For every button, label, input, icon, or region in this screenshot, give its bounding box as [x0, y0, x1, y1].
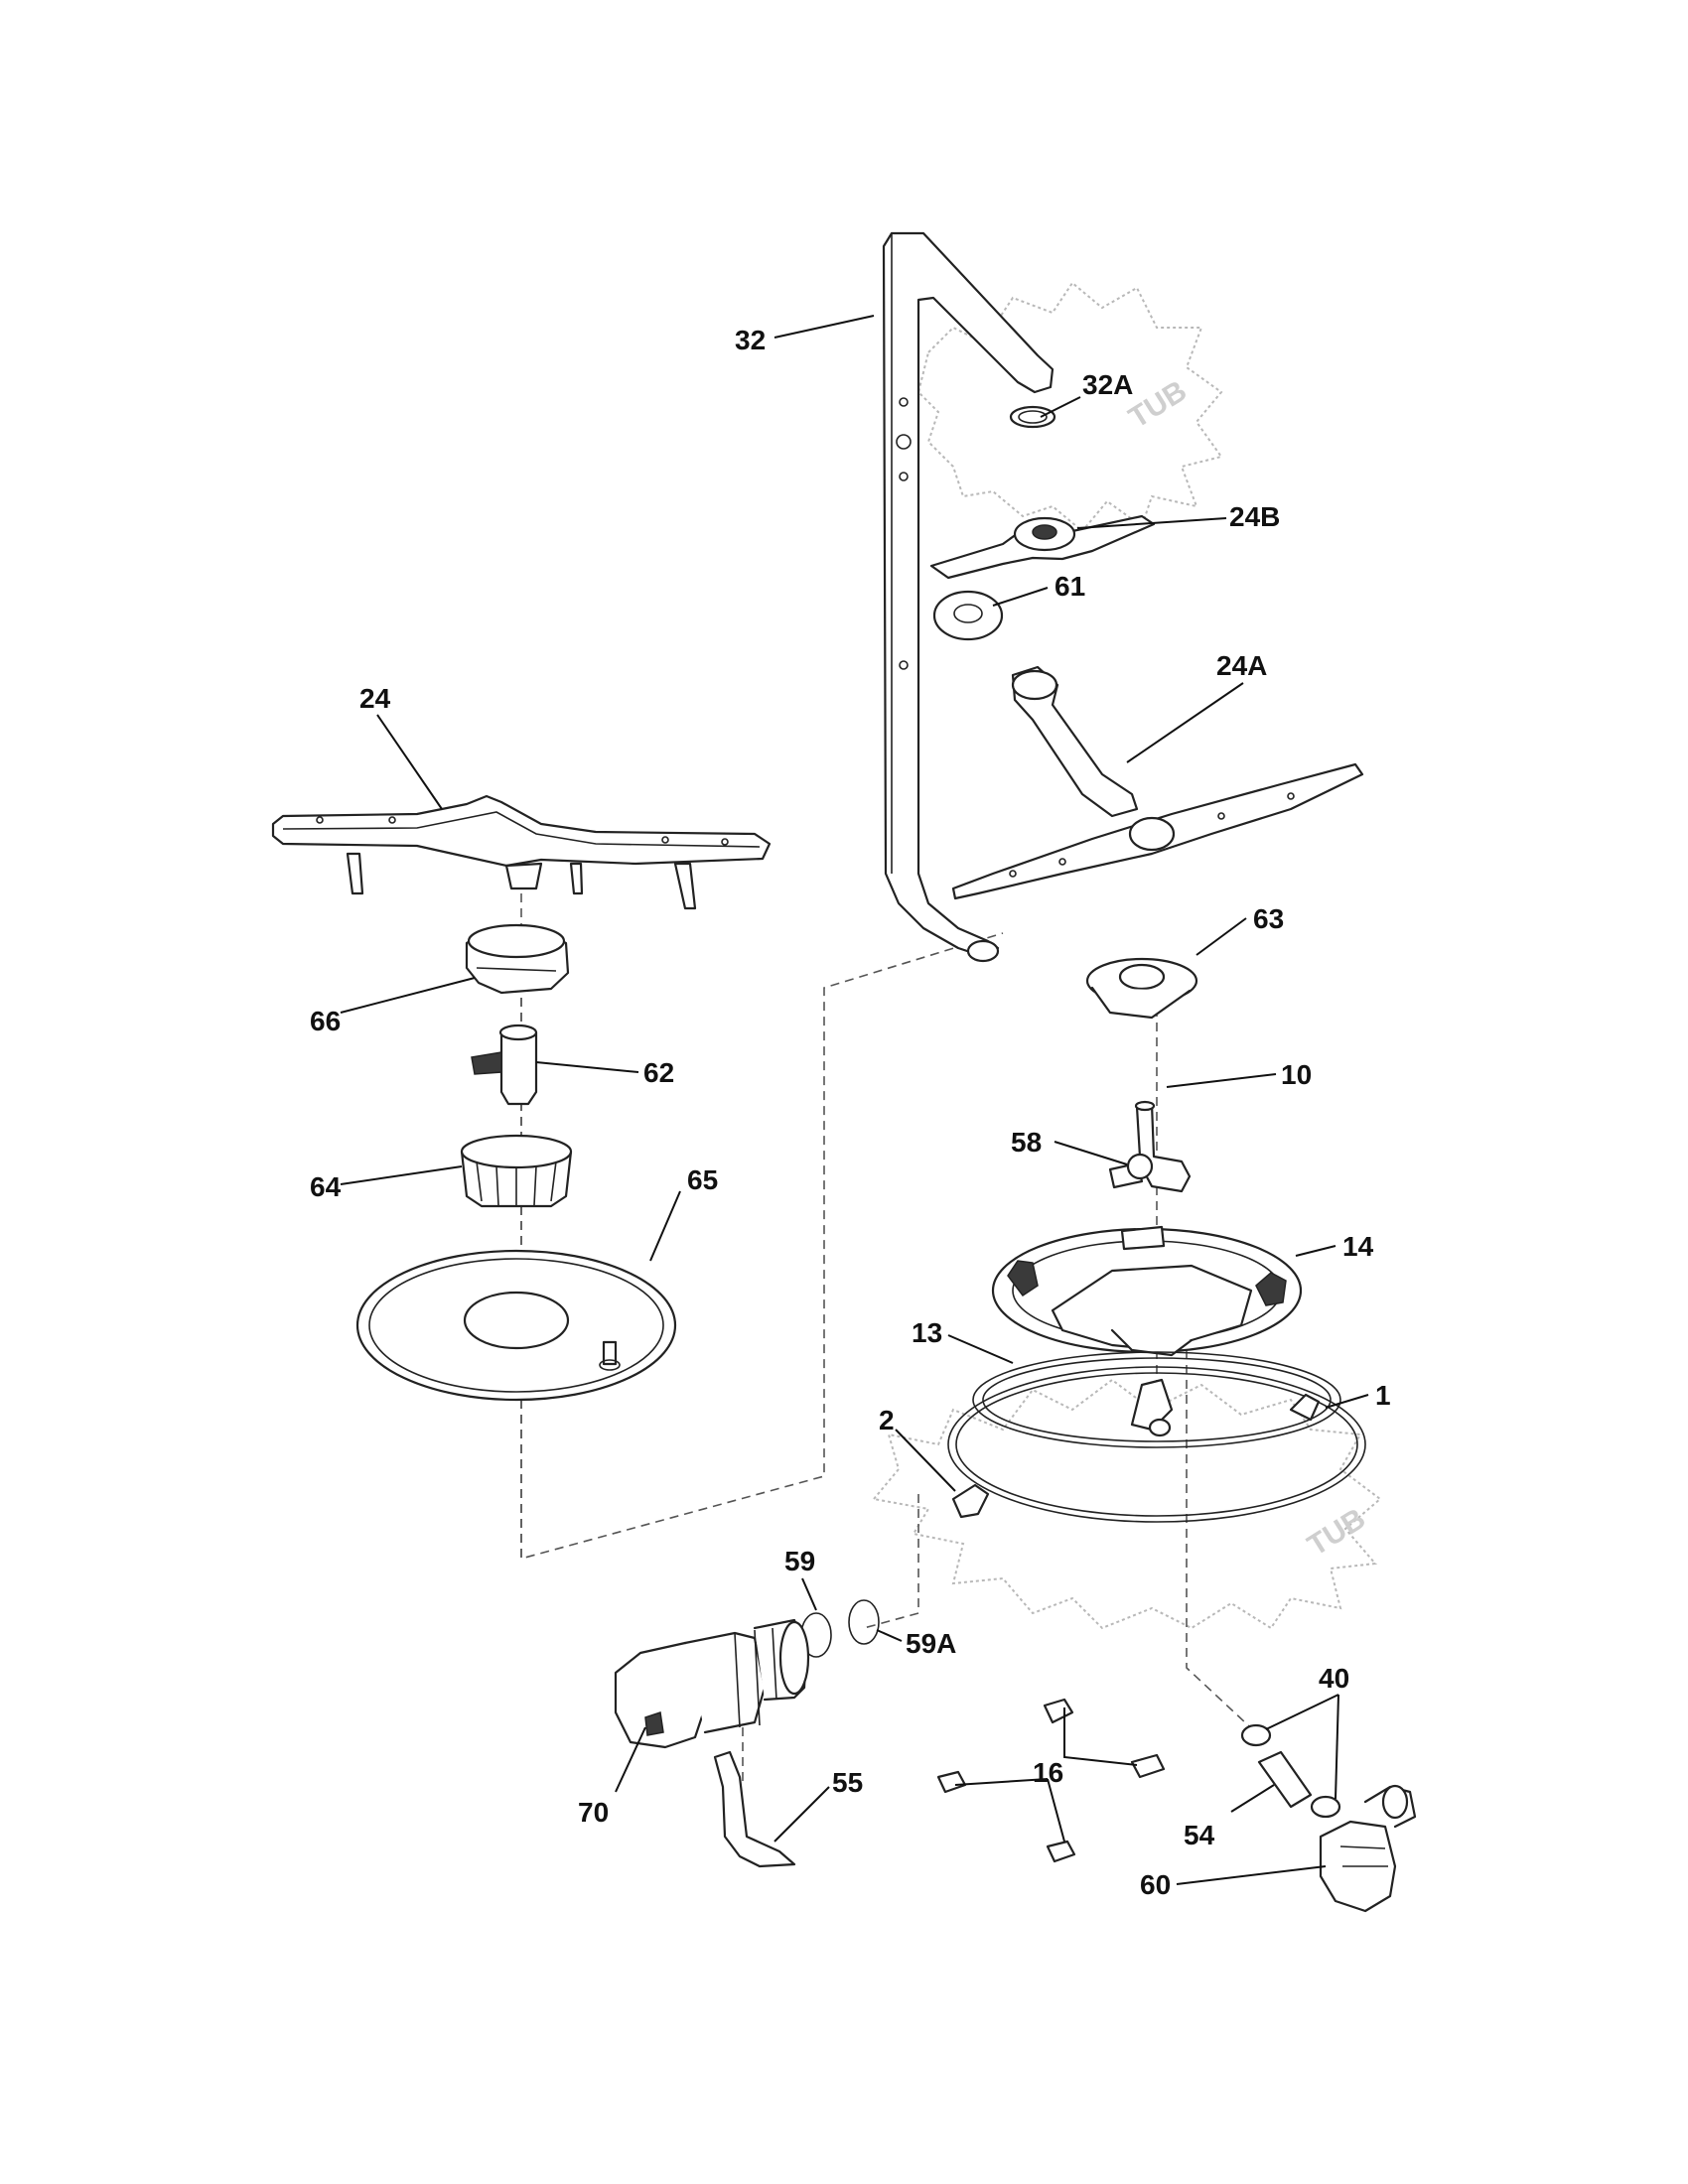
- part-54-hose: [1257, 1750, 1313, 1809]
- callout-labels: 32 32A 24B 61 24A 24 63 66 62 10 58 64 6…: [310, 325, 1391, 1900]
- part-13-ring: [972, 1351, 1341, 1448]
- part-24-lower-spray-arm: [271, 794, 772, 910]
- part-70-pump: [614, 1618, 810, 1749]
- part-59a-o-ring: [848, 1599, 880, 1645]
- part-60-drain-pump: [1319, 1784, 1417, 1913]
- part-24b-upper-spray-arm: [929, 514, 1156, 580]
- part-65-fine-filter: [355, 1249, 677, 1402]
- tub-outline-lower: TUB: [872, 1378, 1382, 1630]
- callout-61: 61: [1055, 571, 1085, 602]
- part-62-filter-tube: [471, 1024, 538, 1106]
- part-55-bracket: [713, 1750, 796, 1868]
- callout-60: 60: [1140, 1869, 1171, 1900]
- callout-59: 59: [784, 1546, 815, 1576]
- part-32-supply-tube: [882, 231, 1055, 963]
- callout-65: 65: [687, 1164, 718, 1195]
- callout-62: 62: [643, 1057, 674, 1088]
- callout-55: 55: [832, 1767, 863, 1798]
- callout-70: 70: [578, 1797, 609, 1828]
- callout-13: 13: [912, 1317, 942, 1348]
- part-14-sump: [991, 1225, 1303, 1437]
- callout-58: 58: [1011, 1127, 1042, 1158]
- callout-24b: 24B: [1229, 501, 1280, 532]
- part-66-filter-housing: [465, 923, 570, 995]
- part-61-disc: [932, 590, 1004, 641]
- callout-40: 40: [1319, 1663, 1349, 1694]
- callout-32a: 32A: [1082, 369, 1133, 400]
- callout-54: 54: [1184, 1820, 1215, 1850]
- callout-24: 24: [359, 683, 391, 714]
- part-2-clip: [951, 1483, 990, 1519]
- callout-66: 66: [310, 1006, 341, 1036]
- callout-59a: 59A: [906, 1628, 956, 1659]
- callout-14: 14: [1342, 1231, 1374, 1262]
- part-64-coarse-filter: [460, 1134, 573, 1208]
- part-24a-middle-spray-arm: [951, 665, 1364, 900]
- callout-24a: 24A: [1216, 650, 1267, 681]
- part-1-gasket: [947, 1366, 1366, 1523]
- part-58-ball: [1126, 1153, 1154, 1180]
- callout-63: 63: [1253, 903, 1284, 934]
- callout-2: 2: [879, 1405, 895, 1435]
- callout-10: 10: [1281, 1059, 1312, 1090]
- callout-32: 32: [735, 325, 766, 355]
- callout-1: 1: [1375, 1380, 1391, 1411]
- callout-64: 64: [310, 1171, 342, 1202]
- part-16-feet: [936, 1698, 1166, 1863]
- part-40-clamps: [1240, 1723, 1341, 1819]
- part-10-diverter: [1108, 1100, 1192, 1193]
- part-32a-ring: [1009, 405, 1056, 429]
- leader-lines: [340, 315, 1369, 1885]
- assembly-guide-lines: [520, 879, 1262, 1787]
- part-63-seal: [1085, 957, 1198, 1020]
- callout-16: 16: [1033, 1757, 1063, 1788]
